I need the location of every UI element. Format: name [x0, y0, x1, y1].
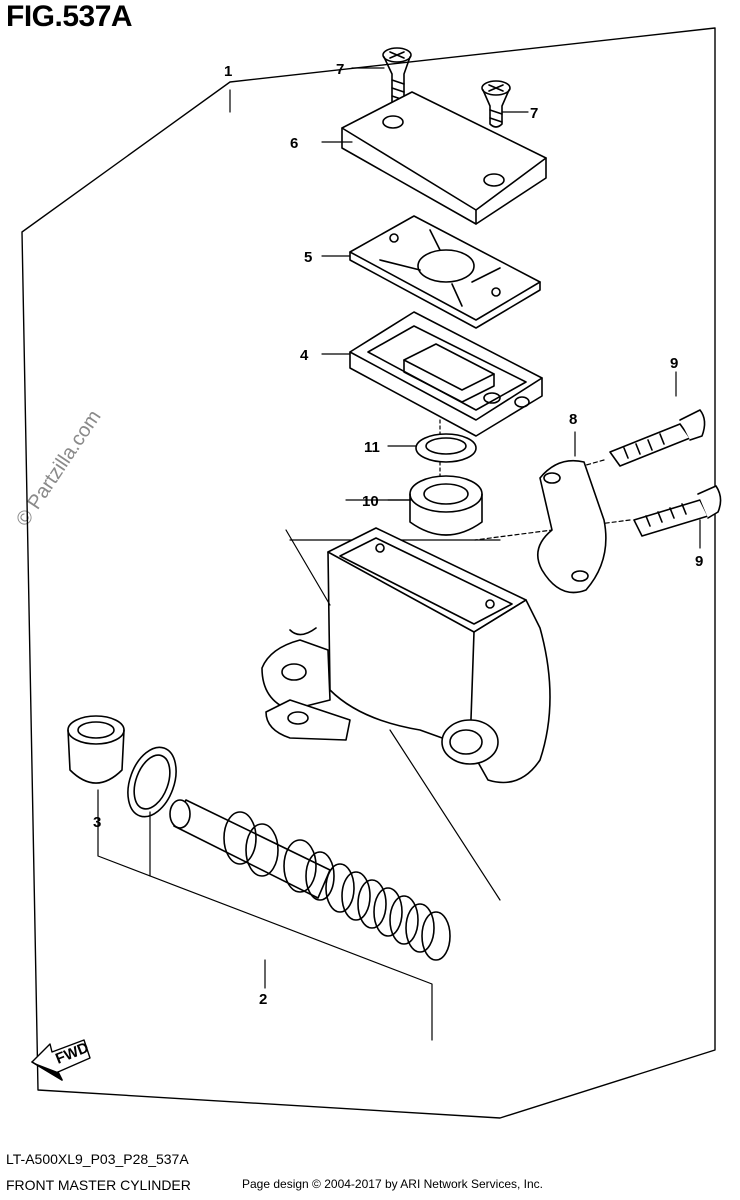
- callout-10: 10: [362, 493, 379, 510]
- callout-7a: 7: [336, 61, 344, 78]
- callout-11: 11: [364, 439, 380, 456]
- callout-5: 5: [304, 249, 312, 266]
- callout-9a: 9: [670, 355, 678, 372]
- callout-9b: 9: [695, 553, 703, 570]
- callout-7b: 7: [530, 105, 538, 122]
- reservoir-cap-part-6: [341, 91, 547, 225]
- callout-8: 8: [569, 411, 577, 428]
- page-credit: Page design © 2004-2017 by ARI Network S…: [242, 1177, 544, 1191]
- master-cylinder-body: [261, 527, 551, 784]
- callout-4: 4: [300, 347, 309, 364]
- snap-ring: [127, 746, 177, 818]
- diagram-code: LT-A500XL9_P03_P28_537A: [6, 1151, 189, 1167]
- piston-boot-part-3: [67, 715, 125, 784]
- callout-2: 2: [259, 991, 267, 1008]
- boot-part-10: [409, 475, 483, 536]
- clamp-part-8: [536, 459, 607, 594]
- diaphragm-part-4: [349, 311, 543, 437]
- screw-part-7b: [481, 80, 511, 128]
- piston-assembly-part-2: [169, 799, 451, 961]
- diagram-name: FRONT MASTER CYLINDER: [6, 1177, 191, 1193]
- callout-3: 3: [93, 814, 101, 831]
- diaphragm-plate-part-5: [349, 215, 541, 329]
- callout-labels: 1 2 3 4 5 6 7 7 8 9 9 10 11: [93, 61, 703, 1008]
- bolt-part-9b: [633, 485, 722, 537]
- o-ring-part-11: [415, 433, 477, 463]
- callout-1: 1: [224, 63, 232, 80]
- spring: [325, 863, 451, 961]
- assembly-outline: [21, 27, 716, 1119]
- bolt-part-9a: [609, 409, 706, 467]
- figure-title: FIG.537A: [6, 0, 133, 33]
- fwd-arrow-icon: [31, 1039, 91, 1081]
- callout-6: 6: [290, 135, 298, 152]
